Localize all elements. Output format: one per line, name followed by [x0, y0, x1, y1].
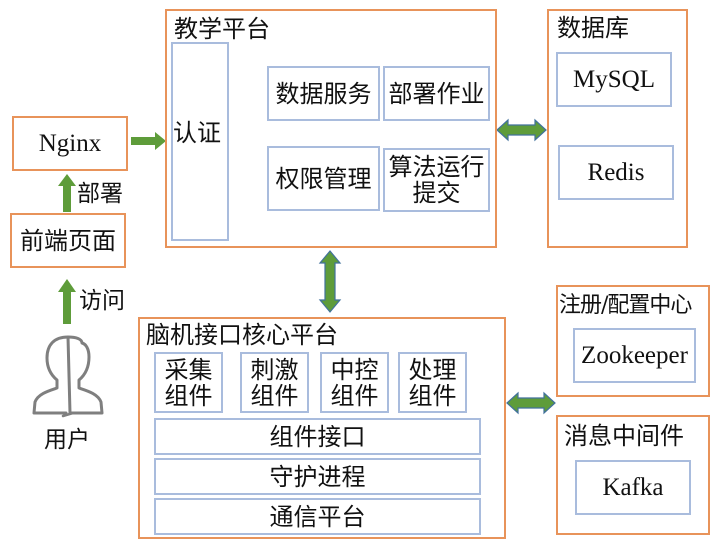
zookeeper-label: Zookeeper [581, 341, 688, 369]
stimulus-component-line2: 组件 [250, 381, 299, 410]
processing-component-line2: 组件 [408, 381, 457, 410]
deploy-job-label: 部署作业 [388, 79, 485, 108]
processing-component-box[interactable]: 处理 组件 [398, 352, 467, 413]
redis-box[interactable]: Redis [558, 145, 674, 200]
nginx-label: Nginx [38, 129, 102, 157]
nginx-to-platform-arrow [131, 132, 166, 150]
core-middleware-bidirectional-arrow [506, 391, 556, 415]
mysql-label: MySQL [573, 65, 655, 93]
data-service-box[interactable]: 数据服务 [267, 66, 380, 121]
central-control-component-line1: 中控 [330, 355, 379, 384]
nginx-box[interactable]: Nginx [12, 116, 128, 171]
collect-component-box[interactable]: 采集 组件 [154, 352, 223, 413]
permission-management-label: 权限管理 [275, 164, 372, 193]
algorithm-submit-line1: 算法运行 [388, 153, 485, 181]
auth-label: 认证 [173, 119, 221, 147]
component-interface-label: 组件接口 [269, 422, 366, 451]
algorithm-submit-line2: 提交 [412, 179, 461, 207]
frontend-page-label: 前端页面 [20, 226, 116, 255]
central-control-component-box[interactable]: 中控 组件 [320, 352, 389, 413]
stimulus-component-box[interactable]: 刺激 组件 [240, 352, 309, 413]
zookeeper-box[interactable]: Zookeeper [573, 328, 696, 383]
central-control-component-line2: 组件 [330, 381, 379, 410]
redis-label: Redis [587, 158, 645, 186]
daemon-process-layer[interactable]: 守护进程 [154, 458, 481, 495]
deploy-label: 部署 [77, 181, 123, 207]
user-silhouette-icon [32, 335, 104, 418]
user-label: 用户 [44, 427, 90, 453]
bci-core-title: 脑机接口核心平台 [146, 321, 338, 349]
platform-core-bidirectional-arrow [318, 250, 342, 313]
teaching-platform-title: 教学平台 [174, 15, 270, 43]
visit-arrow [58, 279, 76, 324]
collect-component-line1: 采集 [164, 355, 213, 384]
auth-box[interactable]: 认证 [171, 42, 229, 241]
communication-platform-layer[interactable]: 通信平台 [154, 498, 481, 535]
permission-management-box[interactable]: 权限管理 [267, 146, 380, 211]
kafka-box[interactable]: Kafka [575, 460, 691, 515]
deploy-arrow [58, 174, 76, 212]
data-service-label: 数据服务 [275, 79, 372, 108]
collect-component-line2: 组件 [164, 381, 213, 410]
platform-database-bidirectional-arrow [496, 118, 547, 142]
frontend-page-box[interactable]: 前端页面 [10, 213, 126, 268]
component-interface-layer[interactable]: 组件接口 [154, 418, 481, 455]
processing-component-line1: 处理 [408, 355, 457, 384]
visit-label: 访问 [79, 288, 125, 314]
algorithm-submit-box[interactable]: 算法运行 提交 [383, 148, 490, 212]
database-title: 数据库 [557, 14, 629, 42]
message-middleware-title: 消息中间件 [564, 422, 684, 450]
deploy-job-box[interactable]: 部署作业 [383, 66, 490, 121]
communication-platform-label: 通信平台 [269, 502, 366, 531]
database-container: 数据库 [547, 9, 688, 248]
mysql-box[interactable]: MySQL [556, 52, 672, 107]
daemon-process-label: 守护进程 [269, 462, 366, 491]
registry-config-center-title: 注册/配置中心 [559, 293, 692, 318]
kafka-label: Kafka [602, 473, 664, 501]
stimulus-component-line1: 刺激 [250, 355, 299, 384]
